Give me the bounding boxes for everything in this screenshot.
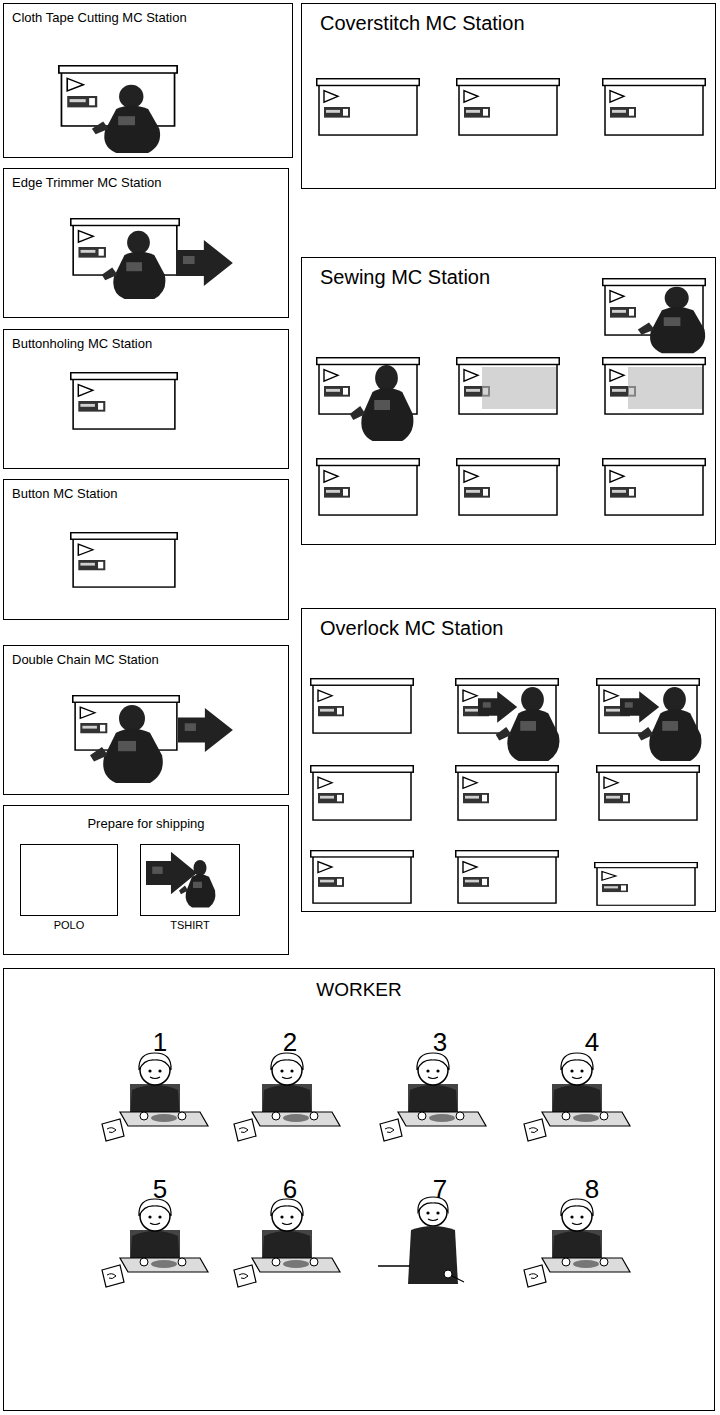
machine-icon	[311, 851, 414, 903]
operator-figure	[92, 85, 160, 153]
material-shape	[620, 691, 659, 722]
machine-icon	[457, 79, 560, 135]
callout-number: 1	[140, 1029, 180, 1055]
worker-figure	[380, 1053, 486, 1141]
worker-panel: WORKER	[3, 968, 715, 1411]
operator-figure	[638, 287, 705, 354]
station-box: Button MC Station	[3, 479, 289, 620]
station-title: WORKER	[316, 979, 402, 1001]
worker-figure	[102, 1199, 208, 1287]
station-title: TSHIRT	[170, 919, 210, 932]
product-bin: TSHIRT	[140, 844, 240, 916]
station-title: Overlock MC Station	[320, 617, 503, 640]
station-box: Overlock MC Station	[301, 608, 716, 912]
shaded-area	[482, 367, 556, 409]
station-title: Button MC Station	[12, 487, 118, 502]
callout-number: 8	[572, 1176, 612, 1202]
machine-icon	[603, 459, 706, 515]
callout-number: 3	[420, 1029, 460, 1055]
station-box: Buttonholing MC Station	[3, 329, 289, 469]
station-box: Prepare for shippingPOLO TSHIRT	[3, 805, 289, 955]
machine-icon	[457, 358, 560, 414]
station-box: Edge Trimmer MC Station	[3, 168, 289, 318]
station-title: Double Chain MC Station	[12, 653, 159, 668]
shaded-area	[628, 367, 702, 409]
station-title: Buttonholing MC Station	[12, 337, 152, 352]
operator-figure	[350, 365, 414, 441]
operator-figure	[90, 705, 163, 783]
material-shape	[478, 691, 517, 722]
operator-figure	[496, 687, 560, 761]
callout-number: 7	[420, 1176, 460, 1202]
material-shape	[178, 708, 233, 752]
station-title: Coverstitch MC Station	[320, 12, 525, 35]
station-title: Sewing MC Station	[320, 266, 490, 289]
operator-figure	[638, 687, 702, 761]
callout-number: 2	[270, 1029, 310, 1055]
station-box: Double Chain MC Station	[3, 645, 289, 795]
machine-icon	[71, 533, 177, 587]
machine-icon	[603, 358, 706, 414]
station-box: Sewing MC Station	[301, 257, 716, 545]
callout-number: 4	[572, 1029, 612, 1055]
station-title: Prepare for shipping	[87, 817, 204, 832]
machine-icon	[311, 679, 414, 733]
station-box: Cloth Tape Cutting MC Station	[3, 3, 293, 158]
machine-icon	[317, 459, 420, 515]
material-shape	[176, 240, 233, 286]
machine-icon	[317, 79, 420, 135]
machine-icon	[456, 851, 559, 903]
machine-icon	[597, 766, 700, 820]
machine-icon	[603, 79, 706, 135]
operator-figure	[102, 231, 166, 299]
worker-figure	[524, 1199, 630, 1287]
worker-figure	[524, 1053, 630, 1141]
station-title: Edge Trimmer MC Station	[12, 176, 162, 191]
machine-icon	[595, 863, 698, 906]
callout-number: 6	[270, 1176, 310, 1202]
machine-icon	[456, 766, 559, 820]
machine-icon	[71, 373, 177, 429]
operator-figure	[179, 860, 215, 908]
station-title: Cloth Tape Cutting MC Station	[12, 11, 187, 26]
machine-icon	[311, 766, 414, 820]
machine-icon	[457, 459, 560, 515]
station-box: Coverstitch MC Station	[301, 3, 716, 189]
callout-number: 5	[140, 1176, 180, 1202]
station-title: POLO	[54, 919, 85, 932]
worker-figure	[378, 1197, 464, 1284]
worker-figure	[102, 1053, 208, 1141]
worker-figure	[234, 1053, 340, 1141]
product-bin: POLO	[20, 844, 118, 916]
worker-figure	[234, 1199, 340, 1287]
